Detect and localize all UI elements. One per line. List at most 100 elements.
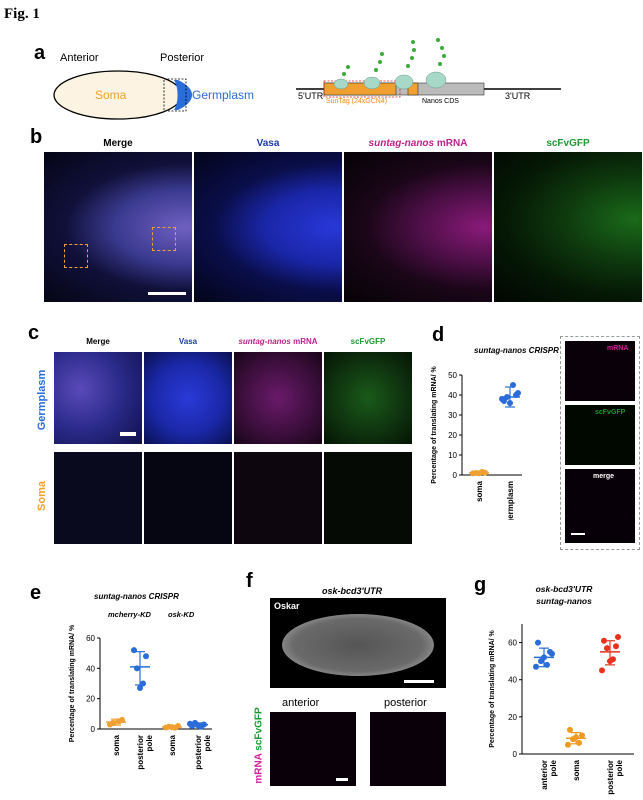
y-tick-label: 20 [508,713,517,722]
c-germplasm-row [54,352,412,444]
f-side-label: mRNA scFvGFP [253,707,265,784]
suntag-label: SunTag (24xGCN4) [326,98,388,105]
e-group2: osk-KD [168,610,195,619]
e-chart: 0 20 40 60 Percentage of translating mRNA/ %… [69,624,212,770]
posterior-label: Posterior [160,52,205,64]
c-germplasm-mrna [234,352,322,444]
data-point [533,663,539,670]
c-germplasm-scfv [324,352,412,444]
b-vasa-image [194,152,342,302]
data-point [615,634,621,640]
x-tick-label: posteriorpole [606,759,624,794]
anterior-label: Anterior [60,52,99,64]
data-point [515,390,521,396]
x-tick-label: posteriorpole [136,734,154,769]
figure-label: Fig. 1 [4,6,40,22]
panel-label-b: b [30,126,43,148]
x-tick-label: soma [475,480,484,501]
y-tick-label: 20 [86,695,95,704]
y-tick-label: 40 [86,664,95,673]
c-soma-vasa [144,452,232,544]
y-tick-label: 20 [448,431,457,440]
data-point [137,685,143,692]
b-scfv-image [494,152,642,302]
x-tick-label: posteriorpole [194,734,212,769]
data-point [599,667,605,674]
c-germplasm-vasa [144,352,232,444]
c-germplasm-merge [54,352,142,444]
y-tick-label: 40 [448,391,457,400]
panel-label-g: g [474,574,487,596]
f-anterior-label: anterior [282,697,320,709]
data-point [549,650,555,657]
y-tick-label: 30 [448,411,457,420]
germplasm-label: Germplasm [192,88,255,102]
data-point [187,720,193,727]
y-tick-label: 10 [448,451,457,460]
y-axis-label: Percentage of translating mRNA/ % [69,624,76,742]
utr5-label: 5'UTR [298,91,324,101]
d-inset-scfv: scFvGFP [565,405,635,465]
c-soma-row [54,452,412,544]
f-anterior-image [270,712,356,786]
y-tick-label: 0 [453,471,458,480]
g-chart: 0 20 40 60 Percentage of translating mRNA/ %… [489,624,634,795]
soma-label: Soma [95,88,127,102]
data-point [143,653,149,660]
y-axis-label: Percentage of translating mRNA/ % [431,365,438,483]
g-title-1: osk-bcd3'UTR [535,584,593,594]
b-scfv-header: scFvGFP [546,138,590,149]
f-oskar-image: Oskar [270,598,446,688]
y-tick-label: 0 [91,725,96,734]
d-inset-frame: mRNA scFvGFP merge [560,336,640,550]
f-posterior-label: posterior [384,697,427,709]
cds-label: Nanos CDS [422,98,459,105]
y-tick-label: 0 [513,750,518,759]
panel-label-f: f [246,570,253,592]
d-chart: 0 10 20 30 40 50 Percentage of translating mRN… [431,365,522,520]
b-vasa-header: Vasa [256,138,280,149]
utr3-label: 3'UTR [505,91,531,101]
y-tick-label: 40 [508,676,517,685]
c-soma-mrna [234,452,322,544]
c-vasa-header: Vasa [178,337,198,346]
panel-label-e: e [30,582,42,604]
data-point [567,726,573,733]
c-row-soma-label: Soma [36,481,48,511]
c-scfv-header: scFvGFP [350,337,386,346]
data-point [613,643,619,650]
e-group1: mcherry-KD [108,610,151,619]
data-point [565,741,571,748]
x-tick-label: soma [572,759,581,780]
data-point [604,645,610,652]
embryo-schematic [53,70,193,120]
c-row-germplasm-label: Germplasm [36,369,48,431]
b-merge-image [44,152,192,302]
x-tick-label: anteriorpole [540,759,558,789]
c-soma-scfv [324,452,412,544]
g-title-2: suntag-nanos [536,596,592,606]
data-point [576,739,582,746]
x-tick-label: soma [168,734,177,755]
f-posterior-image [370,712,446,786]
c-soma-merge [54,452,142,544]
c-merge-header: Merge [86,337,110,346]
y-tick-label: 50 [448,371,457,380]
data-point [535,639,541,646]
y-tick-label: 60 [86,634,95,643]
f-title: osk-bcd3'UTR [322,586,383,596]
y-tick-label: 60 [508,639,517,648]
d-inset-mrna: mRNA [565,341,635,401]
data-point [579,732,585,739]
panel-label-a: a [34,42,46,64]
e-title: suntag-nanos CRISPR [94,592,179,601]
d-title: suntag-nanos CRISPR [474,346,559,355]
b-mrna-header: suntag-nanos mRNA [368,138,468,149]
data-point [601,637,607,644]
b-mrna-image [344,152,492,302]
suntag-construct-schematic [296,38,561,98]
panel-label-d: d [432,324,445,346]
x-tick-label: soma [112,734,121,755]
y-axis-label: Percentage of translating mRNA/ % [489,629,496,747]
d-inset-merge: merge [565,469,635,543]
